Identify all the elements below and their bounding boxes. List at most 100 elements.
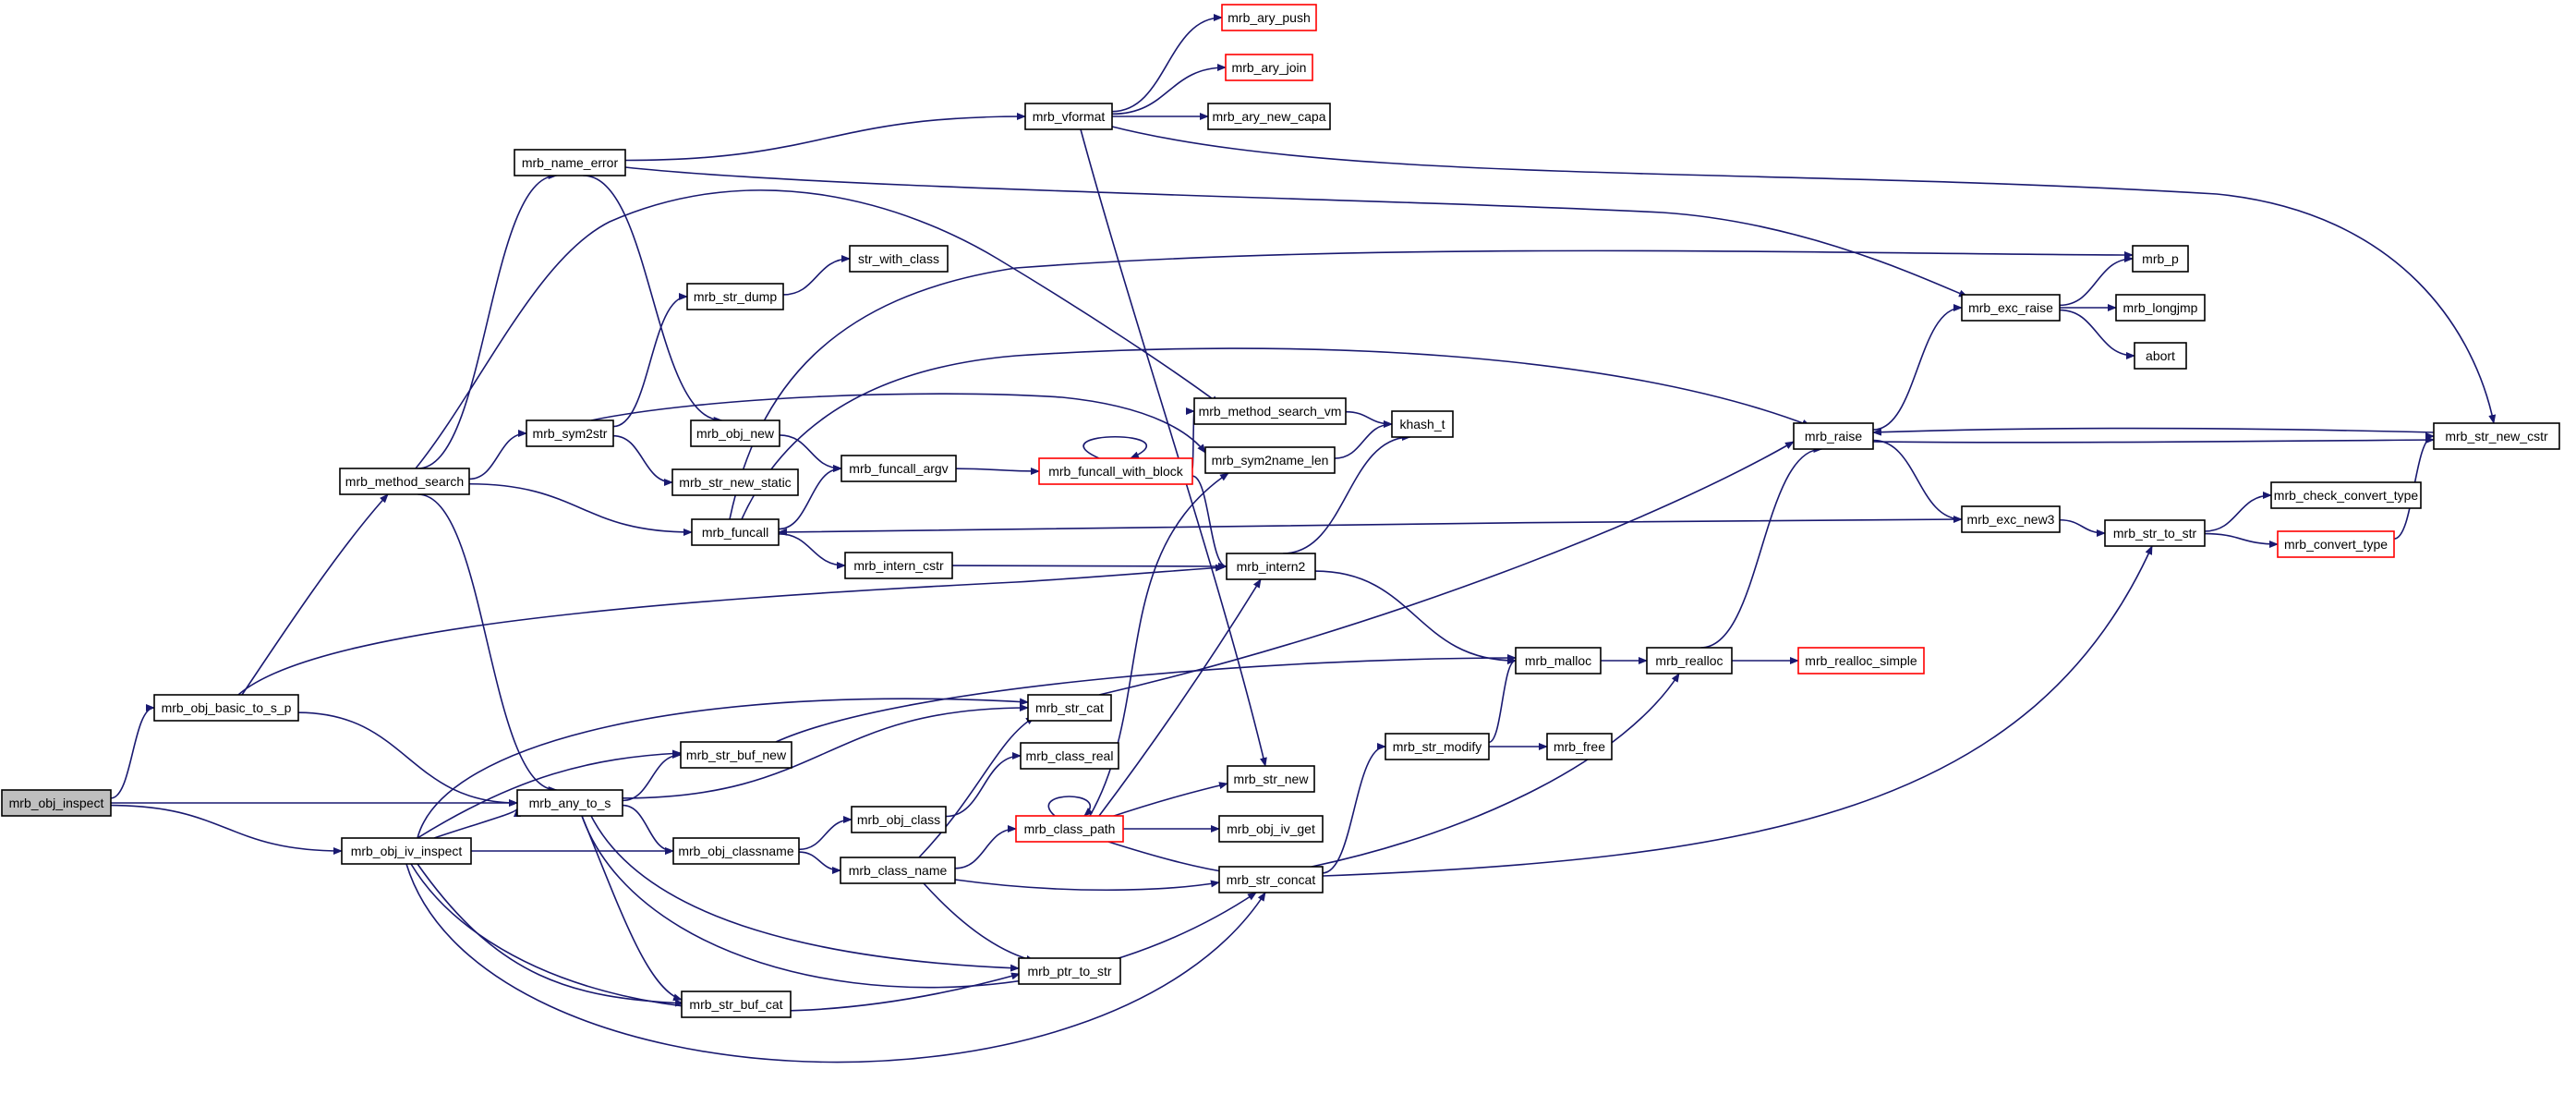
node-mrb_realloc_simple[interactable]: mrb_realloc_simple	[1797, 647, 1925, 675]
node-mrb_str_buf_new[interactable]: mrb_str_buf_new	[680, 741, 792, 769]
node-box	[851, 806, 947, 833]
node-label: mrb_ary_new_capa	[1213, 109, 1326, 124]
node-label: mrb_malloc	[1525, 653, 1591, 668]
node-mrb_ary_push[interactable]: mrb_ary_push	[1221, 4, 1317, 31]
edge-mrb_obj_basic_to_s_p-to-mrb_method_search	[241, 493, 389, 696]
node-mrb_obj_basic_to_s_p[interactable]: mrb_obj_basic_to_s_p	[153, 694, 299, 722]
node-str_with_class[interactable]: str_with_class	[849, 245, 949, 273]
node-box	[2433, 422, 2560, 450]
node-mrb_realloc[interactable]: mrb_realloc	[1646, 647, 1733, 675]
node-label: mrb_obj_class	[857, 812, 940, 827]
node-box	[2277, 530, 2395, 558]
node-label: abort	[2146, 348, 2175, 363]
edge-mrb_class_path-to-mrb_intern2	[1098, 578, 1262, 817]
node-label: mrb_str_new_cstr	[2445, 429, 2548, 444]
edge-mrb_class_path-to-mrb_str_new	[1107, 782, 1228, 819]
node-label: mrb_class_path	[1024, 821, 1116, 836]
node-mrb_p[interactable]: mrb_p	[2132, 245, 2189, 273]
node-mrb_name_error[interactable]: mrb_name_error	[514, 149, 626, 176]
edge-mrb_any_to_s-to-mrb_str_buf_new	[622, 751, 682, 802]
node-khash_t[interactable]: khash_t	[1391, 410, 1454, 438]
node-mrb_class_name[interactable]: mrb_class_name	[840, 857, 956, 884]
node-box	[2270, 481, 2422, 509]
node-mrb_intern2[interactable]: mrb_intern2	[1226, 553, 1316, 580]
node-mrb_ary_join[interactable]: mrb_ary_join	[1225, 54, 1313, 81]
edge-mrb_str_new_cstr-to-mrb_raise	[1872, 427, 2435, 436]
edge-mrb_class_name-to-mrb_str_concat	[954, 879, 1220, 892]
edge-mrb_method_search-to-mrb_sym2str	[468, 430, 527, 480]
node-box	[1020, 742, 1119, 770]
edge-mrb_funcall-to-mrb_p	[729, 249, 2134, 520]
node-mrb_funcall_with_block[interactable]: mrb_funcall_with_block	[1038, 457, 1193, 485]
node-mrb_longjmp[interactable]: mrb_longjmp	[2115, 294, 2206, 322]
node-box	[691, 518, 780, 546]
node-mrb_class_path[interactable]: mrb_class_path	[1015, 815, 1124, 843]
node-mrb_convert_type[interactable]: mrb_convert_type	[2277, 530, 2395, 558]
node-mrb_str_modify[interactable]: mrb_str_modify	[1385, 733, 1490, 760]
node-mrb_free[interactable]: mrb_free	[1546, 733, 1613, 760]
node-mrb_malloc[interactable]: mrb_malloc	[1515, 647, 1602, 675]
node-mrb_check_convert_type[interactable]: mrb_check_convert_type	[2270, 481, 2422, 509]
node-mrb_obj_classname[interactable]: mrb_obj_classname	[672, 837, 800, 865]
node-label: mrb_obj_classname	[678, 844, 793, 858]
edge-mrb_obj_basic_to_s_p-to-mrb_any_to_s	[297, 711, 518, 807]
edge-mrb_vformat-to-mrb_str_new	[1080, 128, 1267, 767]
node-mrb_ptr_to_str[interactable]: mrb_ptr_to_str	[1018, 957, 1121, 985]
node-label: mrb_class_real	[1026, 748, 1114, 763]
node-box	[2115, 294, 2206, 322]
node-mrb_funcall_argv[interactable]: mrb_funcall_argv	[841, 455, 957, 482]
node-abort[interactable]: abort	[2134, 342, 2187, 370]
node-mrb_str_concat[interactable]: mrb_str_concat	[1218, 866, 1324, 893]
edge-mrb_any_to_s-to-mrb_ptr_to_str	[590, 815, 1020, 972]
node-label: mrb_str_concat	[1227, 872, 1316, 887]
node-label: mrb_funcall	[702, 525, 768, 540]
edge-mrb_obj_inspect-to-mrb_obj_basic_to_s_p	[110, 704, 155, 799]
node-label: mrb_ary_push	[1228, 10, 1311, 25]
node-box	[1797, 647, 1925, 675]
node-mrb_raise[interactable]: mrb_raise	[1793, 422, 1874, 450]
edge-mrb_obj_iv_inspect-to-mrb_any_to_s	[433, 808, 521, 839]
node-mrb_funcall[interactable]: mrb_funcall	[691, 518, 780, 546]
edge-mrb_sym2str-to-mrb_sym2name_len	[590, 393, 1206, 454]
edge-mrb_funcall_argv-to-mrb_funcall_with_block	[955, 467, 1040, 475]
node-label: mrb_any_to_s	[529, 796, 611, 810]
node-mrb_exc_raise[interactable]: mrb_exc_raise	[1961, 294, 2061, 322]
node-mrb_obj_class[interactable]: mrb_obj_class	[851, 806, 947, 833]
node-mrb_method_search[interactable]: mrb_method_search	[339, 468, 470, 495]
node-mrb_str_to_str[interactable]: mrb_str_to_str	[2104, 519, 2206, 547]
edge-mrb_name_error-to-mrb_exc_raise	[624, 166, 1968, 298]
node-mrb_vformat[interactable]: mrb_vformat	[1024, 103, 1113, 130]
node-box	[680, 741, 792, 769]
edge-mrb_sym2str-to-mrb_str_new_static	[612, 434, 673, 486]
node-mrb_method_search_vm[interactable]: mrb_method_search_vm	[1193, 397, 1347, 425]
node-box	[1515, 647, 1602, 675]
edge-mrb_exc_new3-to-mrb_str_to_str	[2059, 518, 2106, 537]
node-label: khash_t	[1399, 417, 1445, 431]
edge-mrb_vformat-to-mrb_str_new_cstr	[1107, 125, 2497, 424]
node-box	[1018, 957, 1121, 985]
node-mrb_class_real[interactable]: mrb_class_real	[1020, 742, 1119, 770]
edge-mrb_class_name-to-mrb_str_cat	[918, 716, 1035, 858]
node-mrb_str_cat[interactable]: mrb_str_cat	[1027, 694, 1112, 722]
node-mrb_obj_iv_get[interactable]: mrb_obj_iv_get	[1218, 815, 1324, 843]
node-mrb_obj_new[interactable]: mrb_obj_new	[690, 419, 780, 447]
node-label: mrb_obj_inspect	[9, 796, 104, 810]
node-mrb_sym2name_len[interactable]: mrb_sym2name_len	[1204, 446, 1336, 474]
node-mrb_str_dump[interactable]: mrb_str_dump	[686, 283, 784, 310]
edge-mrb_method_search_vm-to-khash_t	[1345, 410, 1393, 428]
node-mrb_obj_iv_inspect[interactable]: mrb_obj_iv_inspect	[341, 837, 472, 865]
node-mrb_any_to_s[interactable]: mrb_any_to_s	[516, 789, 623, 817]
node-mrb_str_new_cstr[interactable]: mrb_str_new_cstr	[2433, 422, 2560, 450]
node-mrb_intern_cstr[interactable]: mrb_intern_cstr	[844, 552, 953, 579]
node-box	[1024, 103, 1113, 130]
node-box	[840, 857, 956, 884]
node-mrb_exc_new3[interactable]: mrb_exc_new3	[1961, 505, 2061, 533]
node-mrb_str_buf_cat[interactable]: mrb_str_buf_cat	[681, 991, 792, 1018]
node-layer: mrb_obj_inspect mrb_obj_basic_to_s_p mrb_o…	[1, 4, 2560, 1018]
node-box	[2104, 519, 2206, 547]
node-mrb_sym2str[interactable]: mrb_sym2str	[526, 419, 614, 447]
edge-mrb_str_buf_new-to-mrb_malloc	[775, 654, 1517, 743]
node-mrb_ary_new_capa[interactable]: mrb_ary_new_capa	[1207, 103, 1331, 130]
node-mrb_str_new[interactable]: mrb_str_new	[1227, 765, 1315, 793]
node-mrb_str_new_static[interactable]: mrb_str_new_static	[671, 468, 799, 496]
